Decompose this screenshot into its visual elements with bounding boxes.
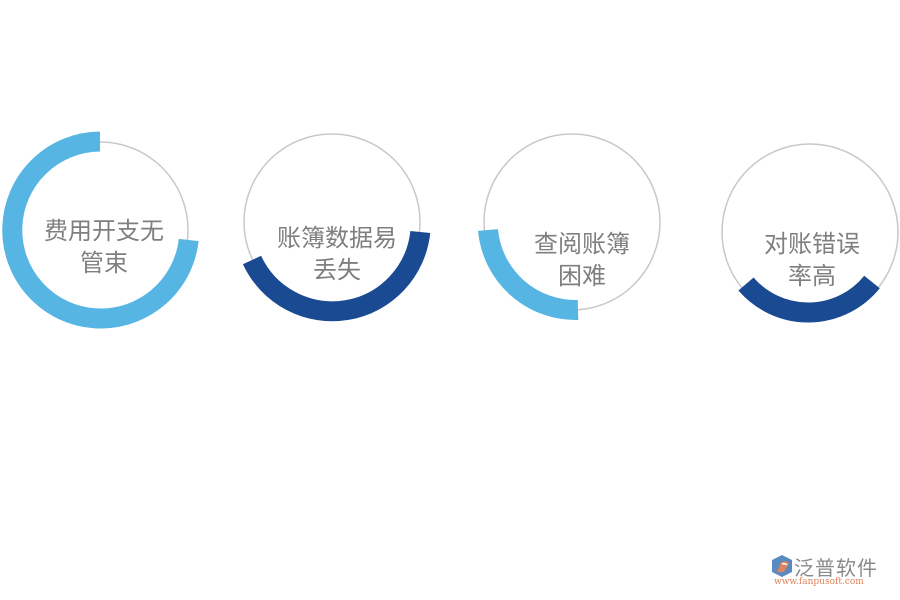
logo-name: 泛普软件 <box>794 556 878 580</box>
item-3-label: 查阅账簿 困难 <box>502 228 662 292</box>
item-4-line2: 率高 <box>788 262 836 290</box>
brand-logo: 泛普软件 www.fanpusoft.com <box>766 552 896 592</box>
ring-2 <box>242 133 431 322</box>
ring-3 <box>478 133 661 321</box>
item-4-line1: 对账错误 <box>764 230 860 258</box>
item-1-line1: 费用开支无 <box>44 217 164 245</box>
logo-url: www.fanpusoft.com <box>774 577 864 587</box>
item-2-line1: 账簿数据易 <box>277 224 397 252</box>
item-3-line2: 困难 <box>558 262 606 290</box>
ring-1 <box>2 131 199 329</box>
logo-hexagon-icon <box>772 555 792 577</box>
item-1-line2: 管束 <box>80 249 128 277</box>
item-4-label: 对账错误 率高 <box>732 228 892 292</box>
item-3-line1: 查阅账簿 <box>534 230 630 258</box>
item-2-label: 账簿数据易 丢失 <box>257 222 417 286</box>
ring-4 <box>721 143 899 323</box>
item-1-label: 费用开支无 管束 <box>24 215 184 279</box>
item-2-line2: 丢失 <box>313 256 361 284</box>
